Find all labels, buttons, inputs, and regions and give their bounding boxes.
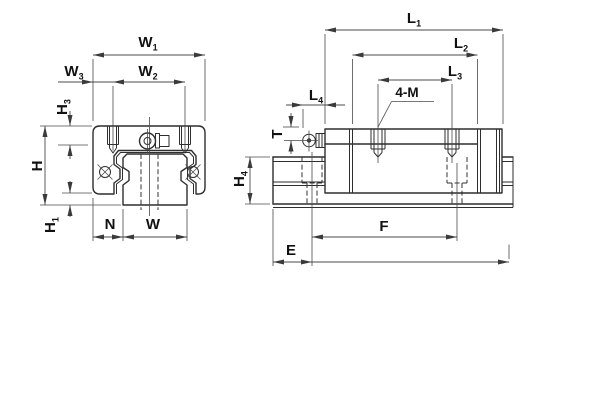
dim-h3: H3: [54, 99, 88, 159]
dim-label-l2: L2: [454, 35, 468, 54]
dim-w2: W2: [112, 63, 186, 151]
grease-nipple-icon: [138, 129, 170, 153]
rail-cross-section: [122, 117, 188, 216]
dim-f: F: [311, 152, 458, 266]
dim-n-w: N W: [92, 198, 188, 241]
dim-t: T: [269, 113, 299, 154]
dim-label-h1: H1: [42, 217, 61, 233]
dim-l4: L4: [286, 87, 345, 128]
side-view: L1 L2 L3 4-M L4 T: [231, 10, 514, 266]
dim-label-n: N: [105, 216, 116, 233]
dim-h: H: [29, 125, 121, 206]
block-tapped-hole-side-left: [370, 84, 386, 163]
dim-w3: W3: [58, 63, 113, 85]
dim-label-4m: 4-M: [395, 85, 418, 100]
block-tapped-hole-side-right: [444, 84, 460, 163]
dim-label-e: E: [286, 242, 296, 259]
dim-l1: L1: [324, 10, 504, 124]
dim-label-f: F: [379, 218, 388, 235]
dim-h1: H1: [42, 181, 92, 233]
block-tapped-hole-right: [179, 126, 191, 154]
dim-label-l4: L4: [309, 87, 323, 106]
dim-label-w: W: [146, 216, 161, 233]
dim-label-h: H: [29, 161, 46, 172]
dim-label-l1: L1: [407, 10, 421, 29]
dim-label-h4: H4: [231, 171, 250, 187]
dim-h4: H4: [231, 156, 270, 205]
flange-hole-right: [185, 164, 201, 180]
dim-label-l3: L3: [448, 63, 462, 82]
dim-l3: L3: [378, 63, 462, 83]
dim-label-w3: W3: [64, 63, 83, 82]
dim-4m-callout: 4-M: [377, 85, 434, 128]
block-side: [324, 128, 503, 194]
dim-e: E: [272, 209, 510, 266]
dim-label-t: T: [269, 129, 286, 138]
dim-l2: L2: [352, 35, 478, 124]
grease-nipple-side: [284, 130, 326, 152]
front-view: W1 W3 W2 H3 H H1: [29, 34, 206, 241]
dim-w1: W1: [92, 34, 206, 121]
dim-label-w2: W2: [138, 63, 157, 82]
rail-side: [272, 156, 514, 208]
dim-label-w1: W1: [138, 34, 157, 53]
end-seal-line: [116, 152, 194, 194]
flange-hole-left: [97, 164, 113, 180]
dim-label-h3: H3: [54, 99, 73, 115]
